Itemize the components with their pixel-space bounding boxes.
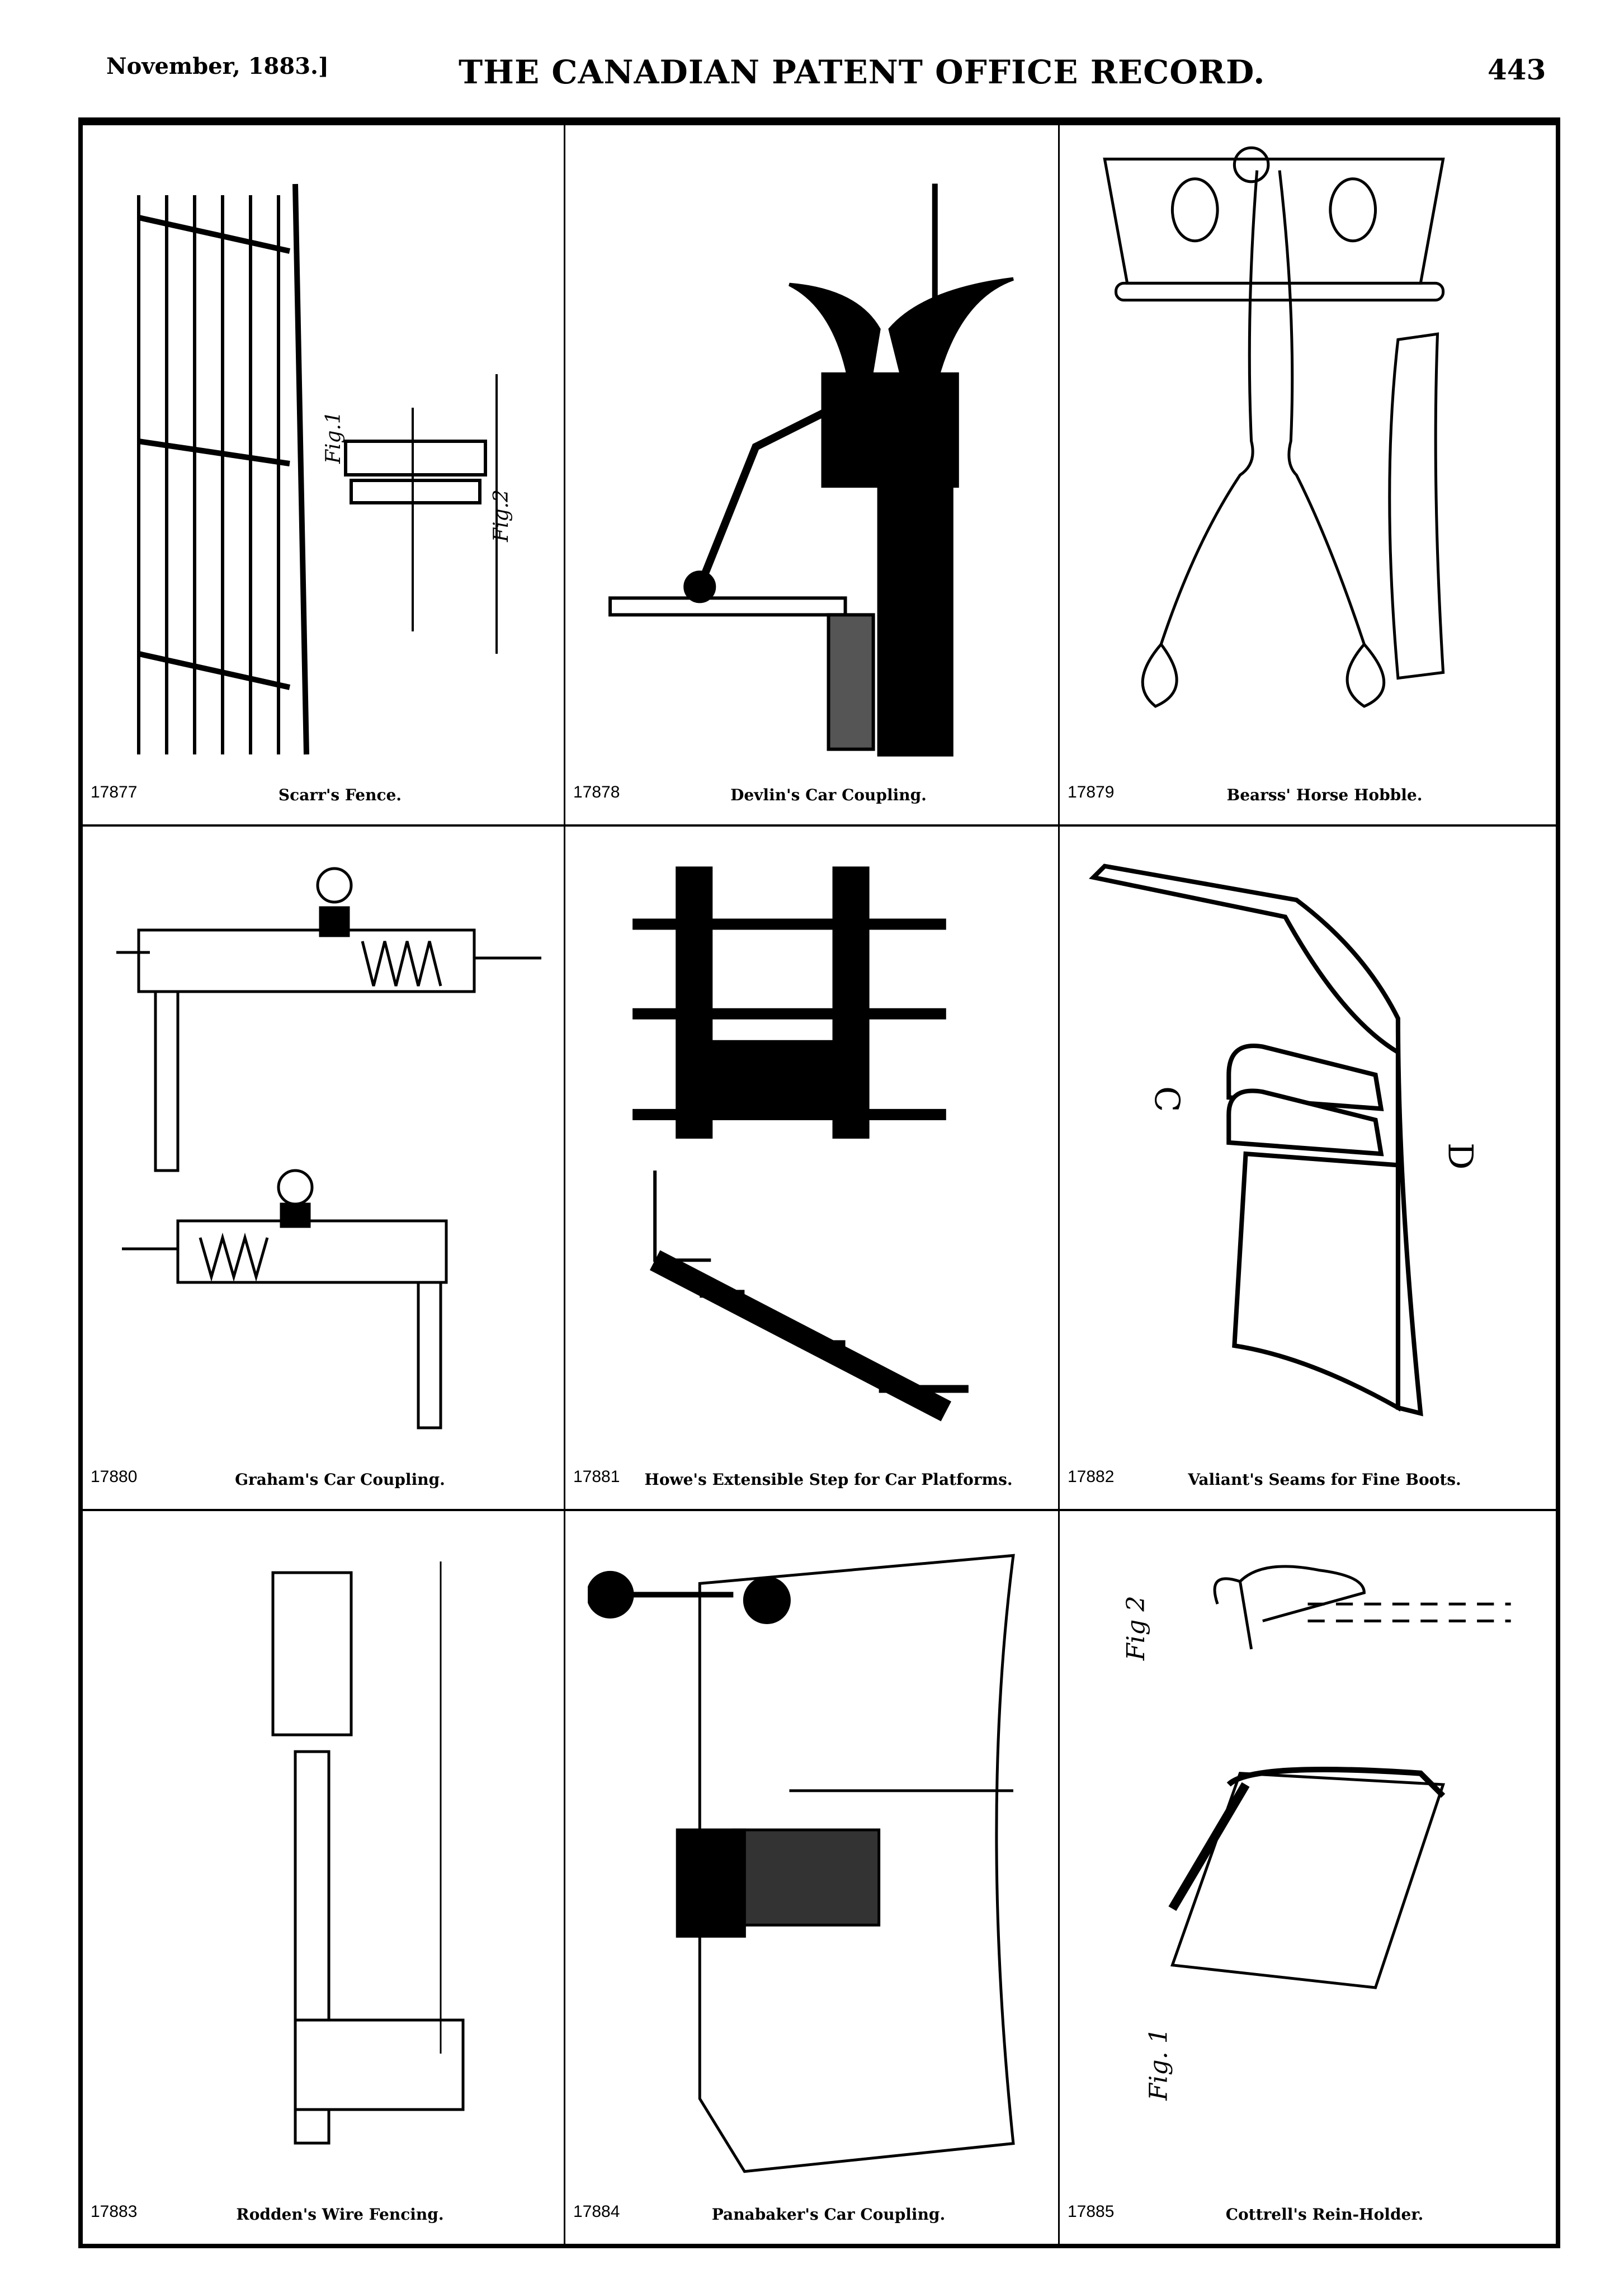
patent-caption: Bearss' Horse Hobble. bbox=[1226, 786, 1423, 804]
patent-number: 17879 bbox=[1068, 783, 1115, 801]
patent-cell: 17878 Devlin's Car Coupling. bbox=[565, 125, 1060, 827]
svg-text:Fig 2: Fig 2 bbox=[1122, 1596, 1150, 1661]
page-frame bbox=[78, 117, 1560, 2248]
svg-text:Fig. 1: Fig. 1 bbox=[1144, 2028, 1173, 2101]
patent-caption: Scarr's Fence. bbox=[278, 786, 402, 804]
patent-caption: Graham's Car Coupling. bbox=[235, 1470, 445, 1489]
hobble-drawing bbox=[1103, 146, 1445, 708]
graham-coupling-drawing bbox=[116, 867, 541, 1429]
patent-caption: Devlin's Car Coupling. bbox=[730, 786, 927, 804]
patent-number: 17880 bbox=[91, 1468, 138, 1486]
wire-fencing-drawing bbox=[271, 1561, 465, 2145]
patent-cell: 17883 Rodden's Wire Fencing. bbox=[83, 1511, 565, 2244]
patent-caption: Cottrell's Rein-Holder. bbox=[1225, 2205, 1424, 2224]
page-number: 443 bbox=[1488, 53, 1546, 86]
patent-caption: Rodden's Wire Fencing. bbox=[236, 2205, 444, 2224]
panabaker-coupling-drawing bbox=[588, 1554, 1015, 2173]
patent-number: 17884 bbox=[573, 2202, 620, 2221]
svg-text:Fig.2: Fig.2 bbox=[490, 489, 513, 542]
coupling-drawing bbox=[608, 183, 1014, 757]
patent-number: 17878 bbox=[573, 783, 620, 801]
patent-number: 17882 bbox=[1068, 1468, 1115, 1486]
patent-number: 17877 bbox=[91, 783, 138, 801]
patent-cell: Fig 2 Fig. 1 17885 Cottrell's Rein-Holde… bbox=[1060, 1511, 1556, 2244]
patent-number: 17881 bbox=[573, 1468, 620, 1486]
patent-caption: Howe's Extensible Step for Car Platforms… bbox=[644, 1470, 1013, 1489]
patent-number: 17883 bbox=[91, 2202, 138, 2221]
page-title: THE CANADIAN PATENT OFFICE RECORD. bbox=[459, 53, 1266, 91]
patent-cell: 17879 Bearss' Horse Hobble. bbox=[1060, 125, 1556, 827]
patent-caption: Panabaker's Car Coupling. bbox=[711, 2205, 946, 2224]
svg-text:C: C bbox=[1147, 1086, 1186, 1112]
rein-holder-drawing: Fig 2 Fig. 1 bbox=[1122, 1565, 1511, 2101]
patent-number: 17885 bbox=[1068, 2202, 1115, 2221]
header-date: November, 1883.] bbox=[106, 53, 329, 79]
boot-seam-drawing: C D bbox=[1089, 864, 1480, 1417]
patent-cell: 17884 Panabaker's Car Coupling. bbox=[565, 1511, 1060, 2244]
patent-caption: Valiant's Seams for Fine Boots. bbox=[1188, 1470, 1461, 1489]
patent-cell: 17881 Howe's Extensible Step for Car Pla… bbox=[565, 827, 1060, 1511]
step-drawing bbox=[632, 866, 969, 1422]
svg-text:D: D bbox=[1441, 1143, 1480, 1170]
svg-text:Fig.1: Fig.1 bbox=[322, 411, 345, 464]
patent-cell: C D 17882 Valiant's Seams for Fine Boots… bbox=[1060, 827, 1556, 1511]
patent-cell: 17880 Graham's Car Coupling. bbox=[83, 827, 565, 1511]
